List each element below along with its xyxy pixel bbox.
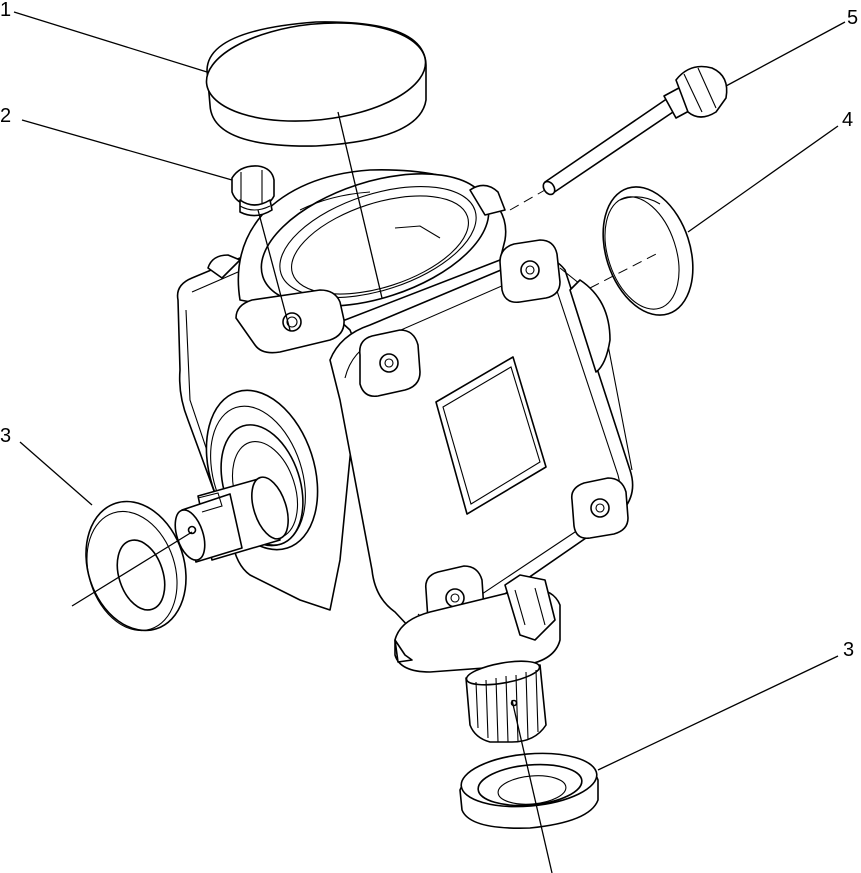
o-ring-seal <box>602 186 694 316</box>
oil-seal-bottom <box>459 752 599 829</box>
dipstick-plug <box>542 65 728 196</box>
callout-2: 2 <box>0 105 11 127</box>
output-shaft <box>465 660 547 743</box>
top-cap-plug <box>205 21 427 147</box>
callout-3-bottom: 3 <box>843 639 854 661</box>
assembly-lines <box>71 111 661 873</box>
callout-3-left: 3 <box>0 425 11 447</box>
input-shaft <box>174 389 319 563</box>
gearbox-housing <box>176 169 634 673</box>
breather-plug <box>231 165 275 217</box>
callout-leaders <box>13 11 846 771</box>
mounting-boss <box>570 477 629 540</box>
callout-4: 4 <box>842 109 853 131</box>
mounting-boss <box>358 329 421 398</box>
mounting-boss <box>499 239 561 304</box>
callout-1: 1 <box>0 0 11 21</box>
callout-5: 5 <box>847 7 858 29</box>
callout-labels: 1 2 3 3 4 5 <box>0 0 858 661</box>
